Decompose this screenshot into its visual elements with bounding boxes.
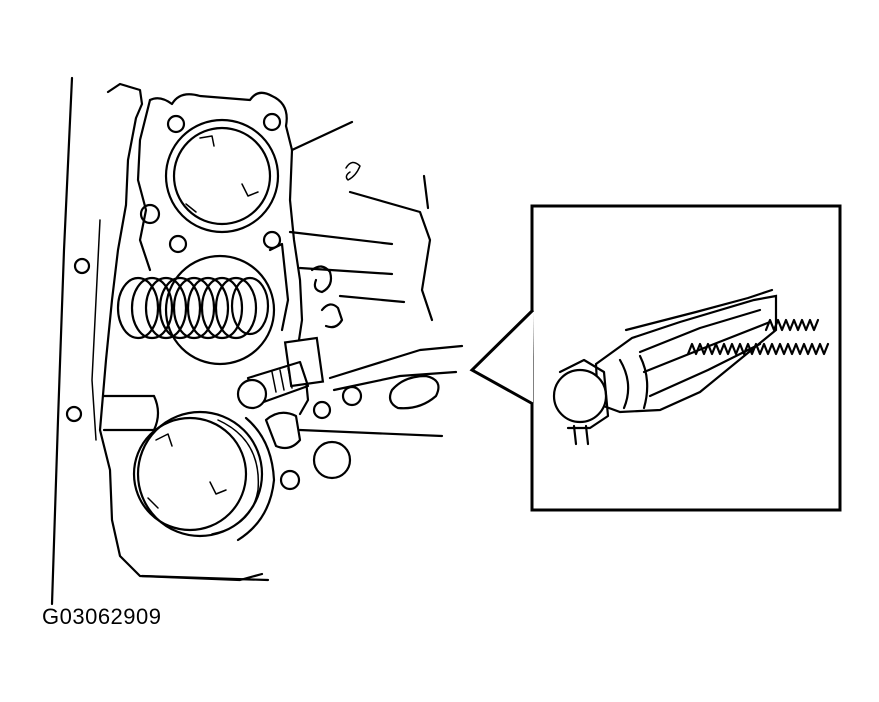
channel-lower-wall <box>298 428 444 438</box>
valve-body-lower-edge <box>140 574 270 582</box>
lower-piston-ring <box>211 419 260 535</box>
callout-pointer <box>469 308 535 406</box>
side-tube <box>102 394 160 432</box>
lower-piston-bore <box>136 410 264 538</box>
check-valve-spring <box>271 367 293 393</box>
plate-right-wall <box>290 120 354 152</box>
channel-horizontal-2 <box>332 370 458 392</box>
detail-ball <box>552 368 608 424</box>
lower-piston-mark-c <box>147 497 159 509</box>
plate-right-wall-4 <box>338 294 406 304</box>
lower-piston-mark-a <box>155 433 173 447</box>
valve-body-outline <box>98 82 264 582</box>
coil-spring <box>116 276 270 340</box>
detail-valve-collar-2 <box>638 354 649 410</box>
upper-piston-bore <box>164 118 280 234</box>
casting-left-edge <box>50 76 74 606</box>
channel-horizontal <box>328 344 464 380</box>
bolt-hole-3 <box>168 234 188 254</box>
plate-right-contour-2 <box>422 174 430 210</box>
channel-upper <box>310 265 333 294</box>
detail-valve-assembly <box>552 288 830 446</box>
upper-piston <box>172 126 272 226</box>
channel-mid <box>320 303 344 329</box>
upper-piston-mark-a <box>199 135 215 147</box>
detail-valve-fin-1 <box>638 308 762 354</box>
valve-body-inner-edge <box>91 219 101 441</box>
detail-spring <box>686 342 830 356</box>
plate-right-contour <box>348 190 434 322</box>
callout-pointer-mask <box>533 311 538 403</box>
detail-spring-end <box>764 318 820 332</box>
bolt-hole-9 <box>279 469 301 491</box>
bolt-hole-1 <box>166 114 186 134</box>
bolt-hole-11 <box>139 203 161 225</box>
detail-valve-top-edge <box>624 288 774 332</box>
detail-valve-housing <box>594 294 778 414</box>
bolt-hole-2 <box>262 112 282 132</box>
plate-right-wall-2 <box>288 230 394 246</box>
lower-piston-mark-b <box>209 481 227 495</box>
upper-plate-outline <box>148 91 304 362</box>
detail-stem <box>572 424 590 446</box>
channel-tall <box>268 242 290 332</box>
upper-plate-left-edge <box>136 98 152 272</box>
bolt-hole-8 <box>341 385 363 407</box>
lower-piston-outline <box>236 416 276 542</box>
channel-oval <box>388 374 440 410</box>
channel-lower <box>264 411 302 450</box>
detail-valve-fin-2 <box>642 320 772 374</box>
bolt-hole-5 <box>73 257 91 275</box>
plate-right-notch <box>345 161 361 181</box>
figure-id-label: G03062909 <box>42 604 162 629</box>
lower-piston <box>132 416 248 532</box>
bolt-hole-7 <box>312 400 332 420</box>
detail-valve-collar <box>618 358 630 410</box>
middle-bore <box>164 254 276 366</box>
upper-piston-mark-c <box>185 203 197 213</box>
bolt-hole-10 <box>312 440 352 480</box>
upper-piston-mark-b <box>241 183 259 197</box>
bolt-hole-6 <box>65 405 83 423</box>
check-ball <box>236 378 268 410</box>
